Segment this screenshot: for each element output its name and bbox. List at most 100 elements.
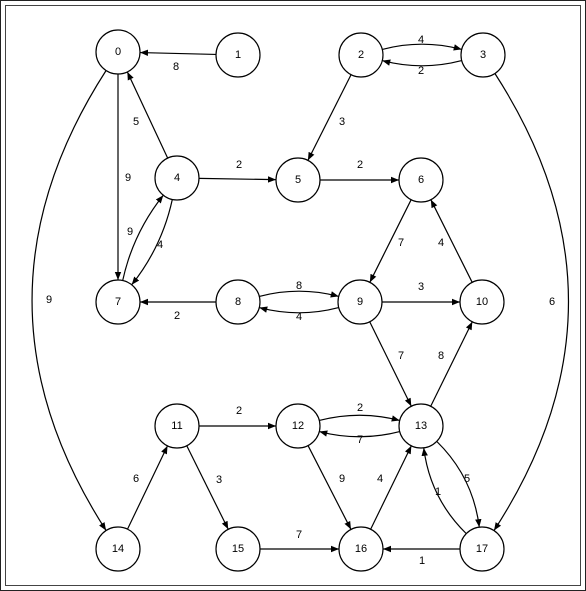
- edge-weight-2-to-5: 3: [339, 116, 345, 128]
- edge-weight-9-to-10: 3: [418, 281, 424, 293]
- edge-1-to-0: [139, 49, 217, 56]
- node-circle: [338, 32, 384, 78]
- edge-weight-17-to-16: 1: [419, 555, 425, 567]
- node-label: 15: [232, 543, 244, 555]
- node-circle: [398, 157, 444, 203]
- diagram-border: [5, 5, 581, 586]
- edge-weight-8-to-9: 4: [296, 311, 302, 323]
- node-label: 3: [480, 49, 486, 61]
- edge-2-to-5: [307, 74, 352, 161]
- edge-4-to-0: [126, 71, 169, 159]
- node-label: 12: [292, 420, 304, 432]
- edge-12-to-13: [319, 414, 400, 422]
- node-circle: [154, 403, 200, 449]
- node-7: 7: [95, 279, 141, 325]
- node-12: 12: [275, 403, 321, 449]
- edge-weight-3-to-17: 6: [549, 296, 555, 308]
- node-circle: [95, 526, 141, 572]
- edge-weight-11-to-12: 2: [236, 405, 242, 417]
- edge-weight-0-to-7: 9: [125, 172, 131, 184]
- node-circle: [215, 279, 261, 325]
- edge-16-to-13: [370, 445, 412, 530]
- node-label: 10: [476, 296, 488, 308]
- node-1: 1: [215, 32, 261, 78]
- edge-weight-14-to-11: 6: [133, 473, 139, 485]
- node-16: 16: [338, 526, 384, 572]
- edge-14-to-11: [126, 445, 169, 530]
- edge-4-to-5: [198, 176, 277, 183]
- edge-13-to-17: [436, 440, 482, 528]
- node-13: 13: [398, 403, 444, 449]
- node-label: 14: [112, 543, 124, 555]
- edge-weight-4-to-7: 4: [157, 239, 163, 251]
- node-8: 8: [215, 279, 261, 325]
- edge-2-to-3: [382, 43, 462, 51]
- node-circle: [275, 403, 321, 449]
- node-label: 6: [418, 174, 424, 186]
- edge-weight-2-to-3: 4: [418, 34, 424, 46]
- node-2: 2: [338, 32, 384, 78]
- edge-weight-13-to-10: 8: [438, 350, 444, 362]
- edge-weight-10-to-6: 4: [438, 237, 444, 249]
- node-label: 13: [415, 420, 427, 432]
- node-label: 0: [115, 46, 121, 58]
- node-4: 4: [154, 155, 200, 201]
- edge-weight-1-to-0: 8: [173, 61, 179, 73]
- node-circle: [460, 32, 506, 78]
- edge-13-to-10: [430, 321, 473, 407]
- node-circle: [338, 526, 384, 572]
- edge-weight-9-to-13: 7: [398, 350, 404, 362]
- edge-9-to-8: [259, 306, 339, 314]
- node-circle: [95, 279, 141, 325]
- node-label: 16: [355, 543, 367, 555]
- node-15: 15: [215, 526, 261, 572]
- node-label: 1: [235, 49, 241, 61]
- edge-weight-5-to-6: 2: [357, 159, 363, 171]
- node-label: 2: [358, 49, 364, 61]
- node-label: 17: [476, 543, 488, 555]
- node-label: 9: [357, 296, 363, 308]
- edge-weight-9-to-8: 8: [296, 280, 302, 292]
- node-5: 5: [275, 157, 321, 203]
- node-label: 5: [295, 174, 301, 186]
- edge-weight-16-to-13: 4: [377, 473, 383, 485]
- node-circle: [215, 526, 261, 572]
- node-circle: [459, 526, 505, 572]
- edge-9-to-13: [369, 321, 412, 407]
- node-circle: [398, 403, 444, 449]
- edge-3-to-2: [382, 59, 462, 67]
- edge-7-to-4: [122, 194, 164, 281]
- node-11: 11: [154, 403, 200, 449]
- edge-weight-13-to-12: 7: [357, 434, 363, 446]
- edge-8-to-9: [259, 290, 339, 298]
- edge-13-to-12: [319, 430, 400, 438]
- edge-4-to-7: [131, 199, 173, 286]
- node-3: 3: [460, 32, 506, 78]
- edge-weight-6-to-9: 7: [398, 237, 404, 249]
- edge-weight-13-to-17: 5: [464, 473, 470, 485]
- edge-weight-11-to-15: 3: [216, 474, 222, 486]
- node-circle: [215, 32, 261, 78]
- edge-weight-4-to-5: 2: [236, 159, 242, 171]
- node-label: 7: [115, 296, 121, 308]
- node-17: 17: [459, 526, 505, 572]
- edge-weight-3-to-2: 2: [418, 65, 424, 77]
- edge-0-to-14: [31, 70, 107, 531]
- edge-11-to-15: [186, 445, 229, 530]
- node-circle: [459, 279, 505, 325]
- edge-weight-12-to-16: 9: [339, 473, 345, 485]
- node-9: 9: [337, 279, 383, 325]
- node-6: 6: [398, 157, 444, 203]
- edge-3-to-17: [493, 73, 569, 531]
- edge-weight-0-to-14: 9: [46, 294, 52, 306]
- node-circle: [275, 157, 321, 203]
- node-label: 8: [235, 296, 241, 308]
- edge-17-to-13: [421, 447, 467, 535]
- node-label: 11: [171, 420, 182, 432]
- edge-weight-7-to-4: 9: [127, 226, 133, 238]
- edge-12-to-16: [307, 445, 352, 530]
- edge-6-to-9: [369, 199, 412, 283]
